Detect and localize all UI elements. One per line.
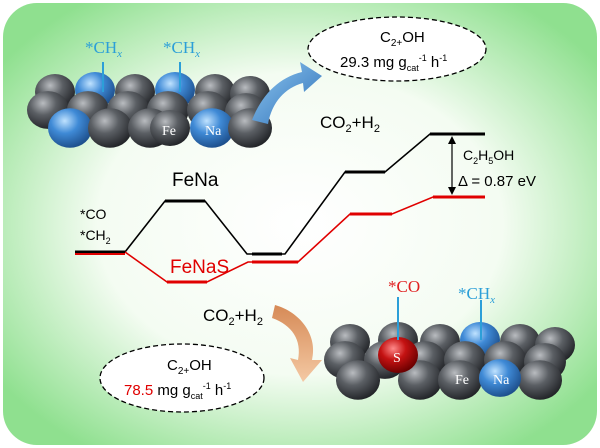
fe-atom [518,360,562,400]
na-atom [190,108,234,148]
fe-atom [398,360,442,400]
fena-label: FeNa [172,170,219,191]
top-na-label: Na [205,124,222,139]
bottom-chx-label: *CHx [458,284,495,306]
bottom-product-bubble [99,343,265,413]
top-product-yield: 29.3 mg gcat-1 h-1 [340,53,447,73]
top-reactants-label: CO2+H2 [320,113,380,135]
top-curved-arrow [252,62,322,124]
na-atom [48,108,92,148]
top-catalyst-surface [27,72,272,148]
top-product-bubble [307,16,487,82]
delta-arrow-head-down [448,187,456,195]
fe-atom [88,108,132,148]
top-adsorbate-2-label: *CHx [163,38,200,60]
s-atom [378,337,418,373]
energy-diagram [75,132,485,284]
bottom-product-yield: 78.5 mg gcat-1 h-1 [124,381,231,401]
delta-energy-label: Δ = 0.87 eV [458,173,536,190]
bottom-curved-arrow [272,305,322,382]
bottom-na-label: Na [493,373,510,388]
bottom-product-formula: C2+OH [167,357,212,377]
bottom-s-label: S [393,351,401,366]
top-adsorbate-1-label: *CHx [85,38,122,60]
bottom-co-label: *CO [388,277,420,296]
start-label-co: *CO [80,206,107,222]
fe-atom [150,110,190,146]
top-fe-label: Fe [162,124,176,139]
bottom-reactants-label: CO2+H2 [203,306,263,328]
top-product-formula: C2+OH [380,29,425,49]
delta-arrow-head-up [448,136,456,144]
start-label-ch2: *CH2 [80,227,111,246]
fe-atom [336,360,380,400]
fe-atom [438,360,482,400]
bottom-catalyst-surface [324,322,575,400]
product-ethanol-label: C2H5OH [463,147,514,166]
na-atom [479,359,521,397]
bottom-fe-label: Fe [455,373,469,388]
fenas-label: FeNaS [170,257,229,278]
